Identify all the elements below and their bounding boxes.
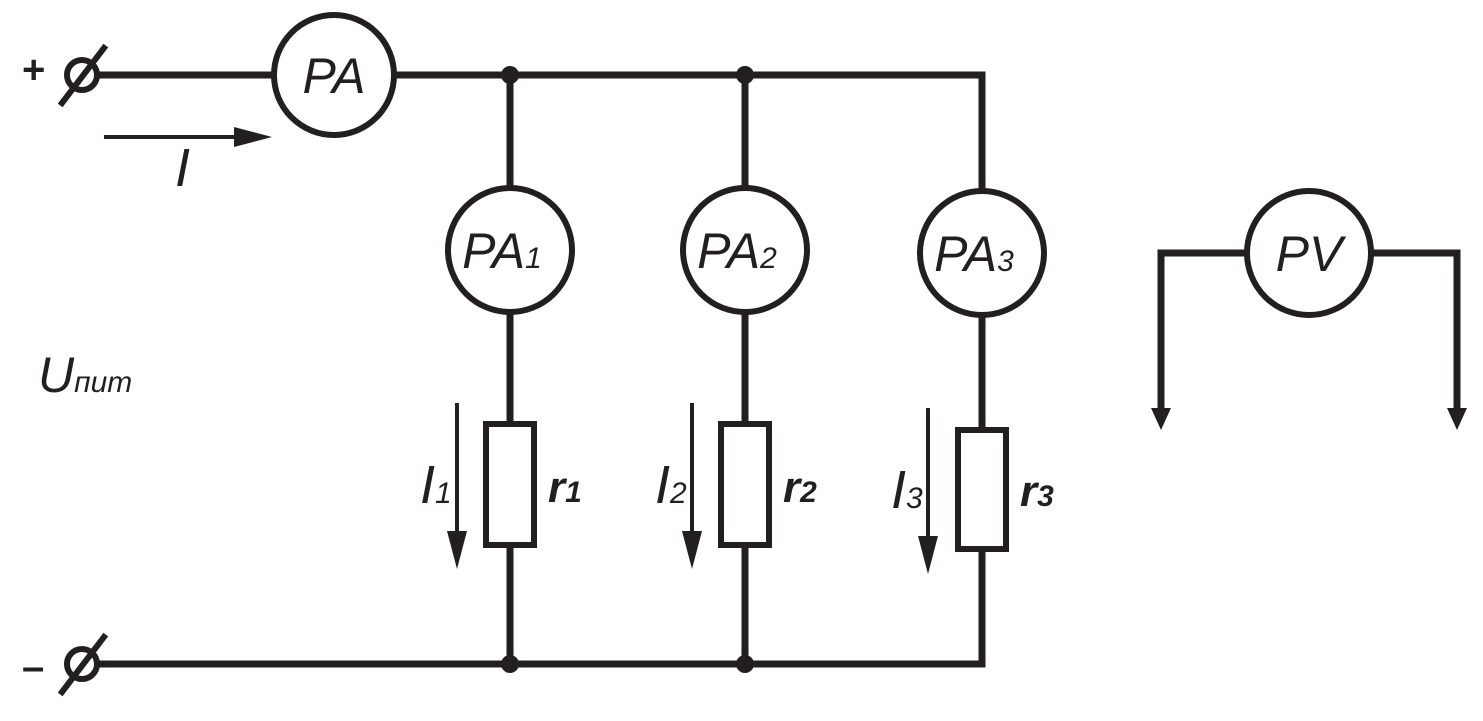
voltmeter-left-lead [1157,249,1252,416]
branch-3-ammeter-circle [917,188,1047,318]
minus-sign: – [22,645,44,689]
junction-bottom-2 [736,655,754,673]
branch-1-ammeter-label: PA1 [462,223,542,279]
voltmeter-label: PV [1276,226,1347,282]
branch-1-ammeter-circle [445,185,575,315]
branch-2-current-label: I2 [655,455,687,515]
branch-2-ammeter-label: PA2 [697,223,777,279]
junction-bottom-1 [501,655,519,673]
branch-2-resistor-label: r2 [783,463,817,512]
main-ammeter: PA [271,12,397,138]
voltmeter: PV [1244,188,1374,318]
branch-3-ammeter-label: PA3 [934,226,1014,282]
branch-1: PA1 r1 I1 [420,185,582,569]
junction-top-2 [736,66,754,84]
branch-3-current-label: I3 [891,460,923,520]
main-current-arrow-head [234,127,272,147]
branch-1-resistor-label: r1 [548,463,582,512]
voltmeter-left-probe-arrow [1151,408,1171,430]
branch-2-ammeter-circle [680,185,810,315]
voltmeter-right-lead [1366,249,1461,416]
main-current-arrow: I [104,127,272,198]
positive-terminal: + [22,43,109,108]
branch-2-resistor [718,421,772,548]
branch-3-resistor [955,427,1009,552]
branch-2-current-arrow-head [682,531,702,569]
main-current-label: I [175,138,190,198]
branch-1-current-arrow-head [447,531,467,569]
branch-2: PA2 r2 I2 [655,185,817,569]
junction-nodes [501,66,754,673]
positive-terminal-slash [57,43,109,108]
main-ammeter-circle [271,12,397,138]
branch-1-resistor [483,421,537,548]
supply-voltage-label: Uпит [38,347,132,403]
branch-3-current-arrow-head [918,536,938,574]
voltmeter-circle [1244,188,1374,318]
branch-1-current-label: I1 [420,455,452,515]
voltmeter-right-probe-arrow [1447,408,1467,430]
wires [91,71,1461,668]
junction-top-1 [501,66,519,84]
branch-3: PA3 r3 I3 [891,188,1054,574]
plus-sign: + [22,48,45,92]
negative-terminal-slash [57,632,109,697]
main-ammeter-label: PA [303,48,366,104]
branch-3-resistor-label: r3 [1020,467,1054,516]
negative-terminal: – [22,632,109,697]
